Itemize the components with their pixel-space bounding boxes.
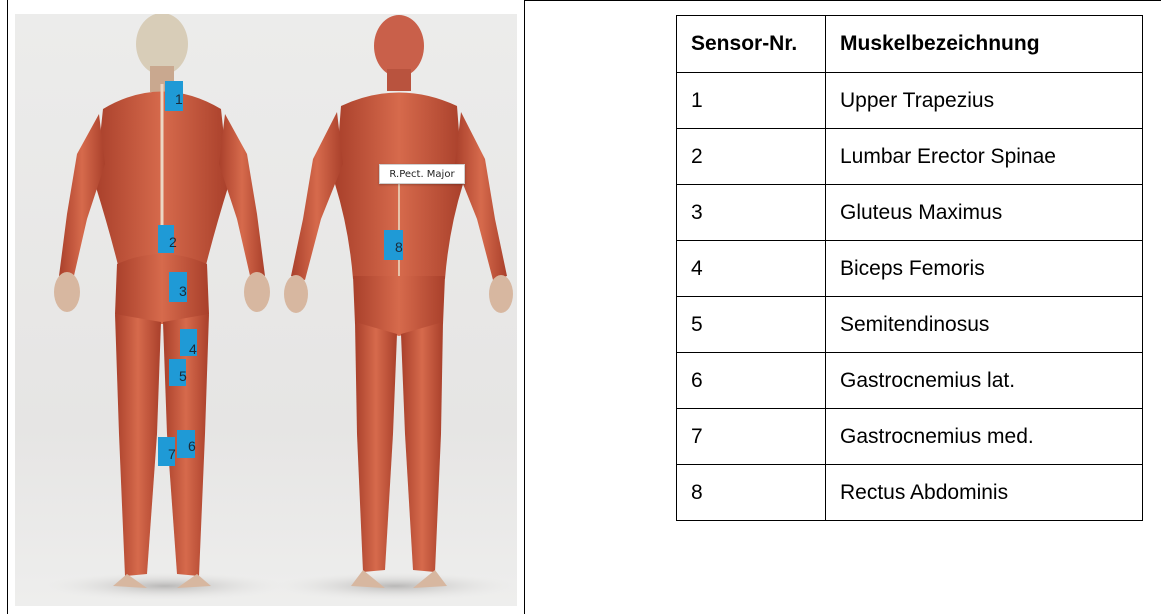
cell-muscle-name: Upper Trapezius	[826, 73, 1143, 129]
cell-muscle-name: Biceps Femoris	[826, 241, 1143, 297]
header-sensor-nr: Sensor-Nr.	[677, 16, 826, 73]
sensor-marker-1: 1	[165, 81, 183, 111]
table-header-row: Sensor-Nr. Muskelbezeichnung	[677, 16, 1143, 73]
sensor-marker-4: 4	[180, 329, 197, 356]
cell-sensor-nr: 8	[677, 465, 826, 521]
cell-muscle-name: Gastrocnemius lat.	[826, 353, 1143, 409]
cell-sensor-nr: 3	[677, 185, 826, 241]
sensor-number: 4	[189, 342, 197, 356]
figure-right-border	[524, 0, 525, 614]
sensor-muscle-table: Sensor-Nr. Muskelbezeichnung 1 Upper Tra…	[676, 15, 1143, 521]
table-row: 8 Rectus Abdominis	[677, 465, 1143, 521]
table-row: 5 Semitendinosus	[677, 297, 1143, 353]
cell-muscle-name: Gastrocnemius med.	[826, 409, 1143, 465]
cell-sensor-nr: 2	[677, 129, 826, 185]
sensor-number: 1	[175, 92, 183, 106]
table-row: 4 Biceps Femoris	[677, 241, 1143, 297]
sensor-number: 8	[395, 240, 403, 254]
sensor-number: 7	[168, 447, 176, 461]
sensor-marker-5: 5	[169, 359, 186, 386]
sensor-number: 5	[179, 369, 187, 383]
sensor-number: 3	[179, 284, 187, 298]
sensor-number: 2	[169, 235, 177, 249]
back-figure	[54, 14, 270, 588]
cell-muscle-name: Semitendinosus	[826, 297, 1143, 353]
top-border	[524, 0, 1161, 1]
sensor-marker-8: 8	[384, 230, 403, 260]
cell-sensor-nr: 7	[677, 409, 826, 465]
anatomy-figure: 1 2 3 4 5 6 7 8 R.Pect. Major	[15, 14, 517, 606]
sensor-marker-6: 6	[177, 430, 195, 458]
table-row: 6 Gastrocnemius lat.	[677, 353, 1143, 409]
header-muscle-name: Muskelbezeichnung	[826, 16, 1143, 73]
sensor-number: 6	[188, 439, 196, 453]
cell-muscle-name: Gluteus Maximus	[826, 185, 1143, 241]
cell-sensor-nr: 4	[677, 241, 826, 297]
table-row: 3 Gluteus Maximus	[677, 185, 1143, 241]
muscle-bodies-illustration	[15, 14, 517, 606]
sensor-marker-2: 2	[158, 225, 174, 253]
table-row: 7 Gastrocnemius med.	[677, 409, 1143, 465]
table-row: 1 Upper Trapezius	[677, 73, 1143, 129]
pectoralis-major-tooltip: R.Pect. Major	[379, 164, 465, 184]
sensor-marker-7: 7	[158, 437, 175, 466]
cell-sensor-nr: 5	[677, 297, 826, 353]
cell-muscle-name: Rectus Abdominis	[826, 465, 1143, 521]
cell-sensor-nr: 6	[677, 353, 826, 409]
left-border	[7, 0, 8, 614]
cell-muscle-name: Lumbar Erector Spinae	[826, 129, 1143, 185]
table-row: 2 Lumbar Erector Spinae	[677, 129, 1143, 185]
cell-sensor-nr: 1	[677, 73, 826, 129]
sensor-marker-3: 3	[169, 272, 187, 302]
front-figure	[284, 15, 513, 588]
